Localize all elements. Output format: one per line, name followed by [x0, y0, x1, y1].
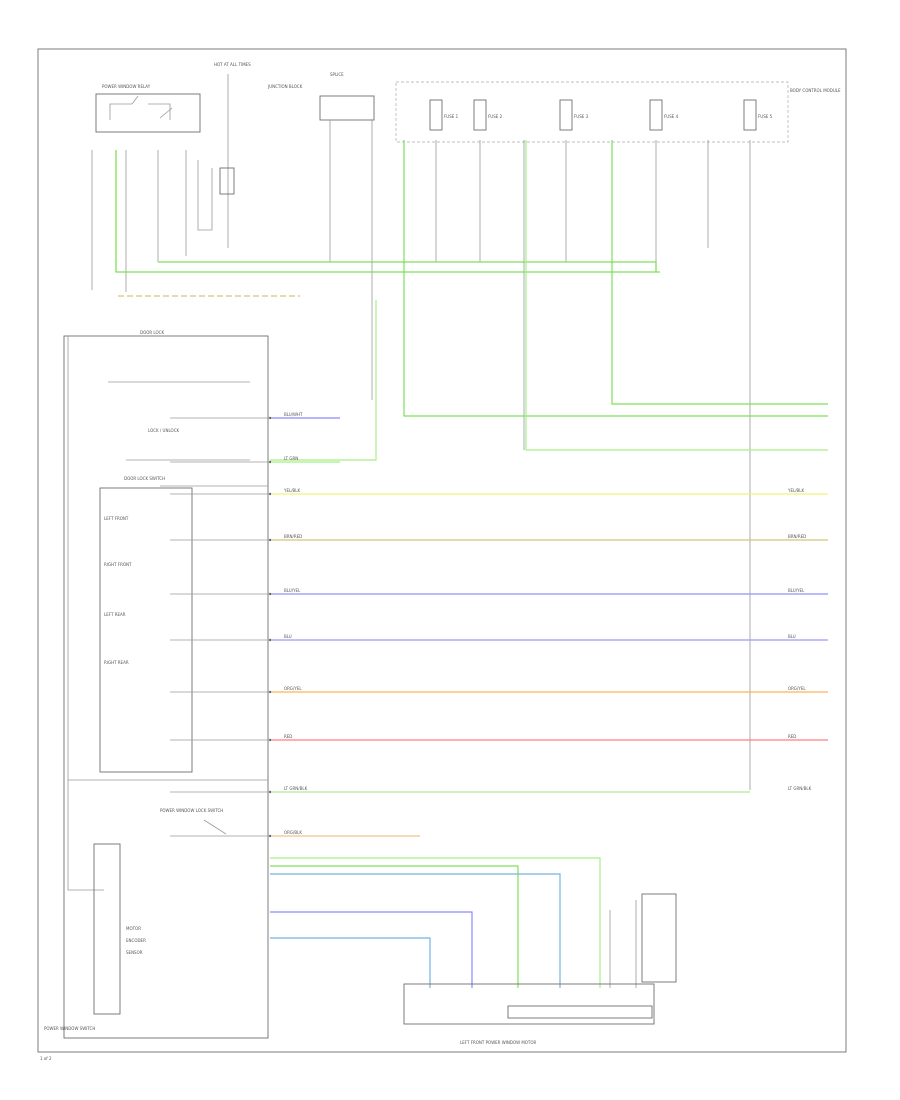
wire-color-label: YEL/BLK: [283, 488, 301, 493]
wire-color-label: BLU/YEL: [788, 588, 805, 593]
hot-fuse: HOT AT ALL TIMES: [197, 62, 251, 248]
fuse-block-frame: [395, 81, 789, 143]
fuse-symbol: [649, 99, 663, 131]
switch-position-label: RIGHT FRONT: [104, 562, 132, 567]
wire-color-label: BLU/YEL: [284, 588, 301, 593]
wire-color-label: BLU/WHT: [284, 412, 303, 417]
wire-color-label: LT GRN/BLK: [788, 786, 812, 791]
switch-position-label: LEFT REAR: [104, 612, 126, 617]
lock-unlock-label: LOCK / UNLOCK: [148, 428, 179, 433]
lower-items: MOTOR ENCODER SENSOR: [126, 926, 146, 955]
top-vertical-wires: [91, 120, 751, 790]
lower-component-box: [93, 843, 121, 1015]
footer-label: 1 of 2: [40, 1056, 52, 1061]
fuse-symbol: [473, 99, 487, 131]
motor-connector: [507, 1005, 653, 1019]
wire-color-label: ORG/YEL: [788, 686, 806, 691]
bottom-motor-label: LEFT FRONT POWER WINDOW MOTOR: [460, 1040, 537, 1045]
fuse-symbol: [559, 99, 573, 131]
fuse-label: FUSE 5: [758, 114, 773, 119]
wire-color-label: ORG/BLK: [284, 830, 302, 835]
green-bus-lower: [115, 150, 660, 273]
switch-title: DOOR LOCK: [140, 330, 164, 335]
wire-color-label: BRN/RED: [788, 534, 806, 539]
fuse-symbol: [743, 99, 757, 131]
switch-position-label: RIGHT REAR: [104, 660, 129, 665]
bottom-vertical-wires: [270, 857, 637, 988]
wire-color-label: LT GRN: [284, 456, 298, 461]
switch-left-labels: LEFT FRONT RIGHT FRONT LEFT REAR RIGHT REAR: [104, 516, 132, 665]
green-feed-4: [270, 300, 377, 461]
bottom-module-label: POWER WINDOW SWITCH: [44, 1026, 95, 1031]
junction-block-label: JUNCTION BLOCK: [267, 84, 303, 89]
fuse-symbol: [429, 99, 443, 131]
switch-subtitle: DOOR LOCK SWITCH: [124, 476, 165, 481]
inner-switch-box: [99, 487, 193, 773]
wire-color-label: YEL/BLK: [787, 488, 805, 493]
fuse-label: FUSE 1: [444, 114, 459, 119]
power-window-relay: POWER WINDOW RELAY: [95, 84, 201, 133]
wire-color-label: BRN/RED: [284, 534, 302, 539]
green-feed-2: [403, 140, 828, 417]
fuse-label: FUSE 3: [574, 114, 589, 119]
green-bus-upper: [158, 261, 657, 272]
motor-end-box: [641, 893, 677, 983]
wire-color-label: RED: [788, 734, 796, 739]
switch-position-label: LEFT FRONT: [104, 516, 129, 521]
wire-color-label: ORG/YEL: [284, 686, 302, 691]
right-block-label: BODY CONTROL MODULE: [790, 88, 841, 93]
wire-color-label: LT GRN/BLK: [284, 786, 308, 791]
lower-item-label: MOTOR: [126, 926, 141, 931]
wire-color-label: RED: [284, 734, 292, 739]
fuse-row: FUSE 1 FUSE 2 FUSE 3 FUSE 4 FUSE 5: [429, 99, 773, 131]
motor-box: [403, 983, 655, 1025]
signal-wires: BLU/WHT LT GRN YEL/BLK YEL/BLK BRN/RED BRN/RE…: [170, 412, 828, 838]
wire-color-label: BLU: [284, 634, 292, 639]
green-feed-3: [525, 140, 828, 451]
fuse-label: FUSE 2: [488, 114, 503, 119]
switch-module-frame: [63, 335, 269, 1039]
wire-color-label: BLU: [788, 634, 796, 639]
hot-at-all-times: HOT AT ALL TIMES: [214, 62, 251, 67]
green-feed-1: [611, 140, 828, 405]
fuse-label: FUSE 4: [664, 114, 679, 119]
relay-label: POWER WINDOW RELAY: [102, 84, 151, 89]
lower-item-label: SENSOR: [126, 950, 143, 955]
splice-label: SPLICE: [330, 72, 344, 77]
lower-item-label: ENCODER: [126, 938, 146, 943]
outer-frame: [37, 48, 847, 1053]
pw-lock-label: POWER WINDOW LOCK SWITCH: [160, 808, 223, 813]
